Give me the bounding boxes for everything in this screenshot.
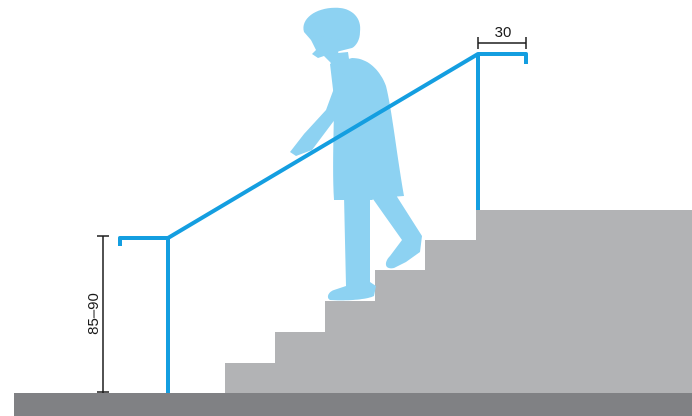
extension-dimension (477, 37, 527, 49)
handrail-rail (118, 52, 528, 246)
handrail-height-label: 85–90 (85, 293, 102, 335)
handrail (118, 52, 528, 393)
floor (14, 393, 692, 416)
height-dimension (97, 235, 109, 393)
staircase (225, 210, 692, 393)
handrail-extension-label: 30 (495, 24, 512, 41)
person-figure (290, 7, 422, 301)
